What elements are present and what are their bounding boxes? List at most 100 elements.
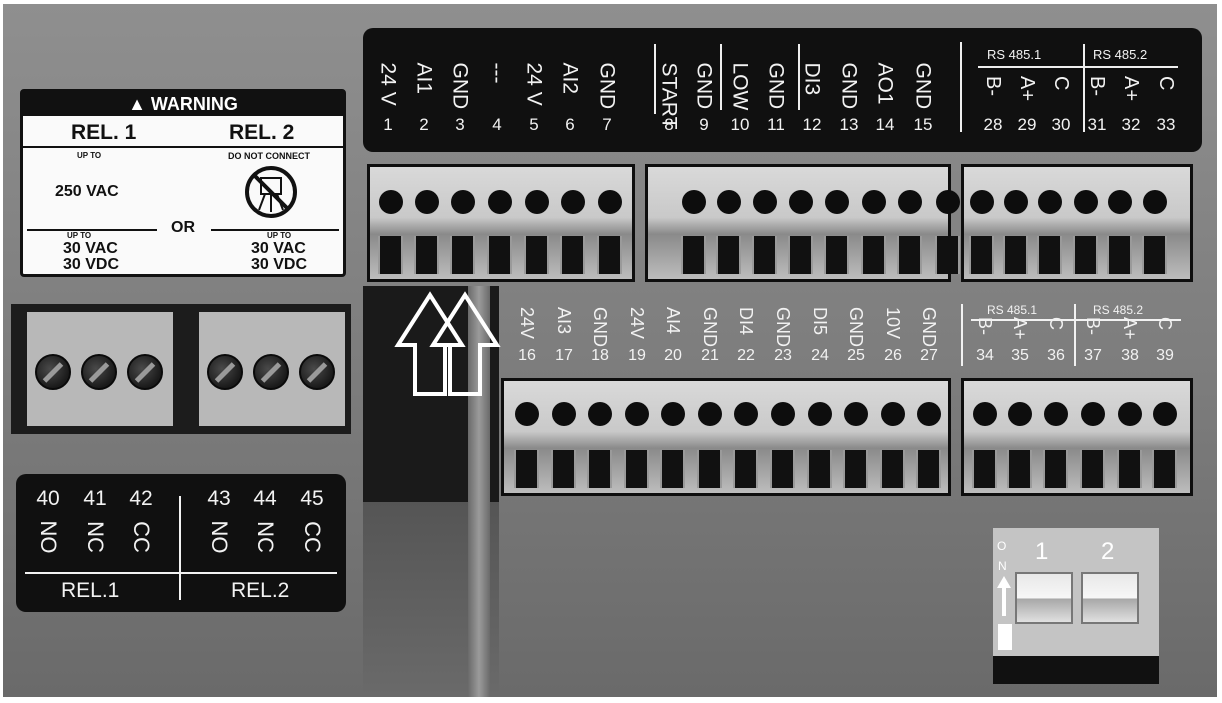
dip-switch-2[interactable] bbox=[1081, 572, 1139, 624]
terminal-label-13: GND bbox=[837, 62, 861, 110]
terminal-clamp-slot[interactable] bbox=[450, 236, 475, 274]
terminal-hole[interactable] bbox=[1004, 190, 1028, 214]
terminal-hole[interactable] bbox=[917, 402, 941, 426]
terminal-clamp-slot[interactable] bbox=[624, 450, 649, 488]
terminal-hole[interactable] bbox=[488, 190, 512, 214]
terminal-hole[interactable] bbox=[552, 402, 576, 426]
terminal-clamp-slot[interactable] bbox=[697, 450, 722, 488]
terminal-clamp-slot[interactable] bbox=[880, 450, 905, 488]
terminal-clamp-slot[interactable] bbox=[587, 450, 612, 488]
terminal-hole[interactable] bbox=[1044, 402, 1068, 426]
terminal-hole[interactable] bbox=[1118, 402, 1142, 426]
terminal-hole[interactable] bbox=[844, 402, 868, 426]
terminal-hole[interactable] bbox=[898, 190, 922, 214]
terminal-hole[interactable] bbox=[973, 402, 997, 426]
terminal-hole[interactable] bbox=[1081, 402, 1105, 426]
terminal-clamp-slot[interactable] bbox=[1037, 236, 1062, 274]
plate-divider bbox=[1083, 44, 1085, 132]
rs485-number-33: 33 bbox=[1156, 115, 1176, 134]
terminal-hole[interactable] bbox=[734, 402, 758, 426]
terminal-hole[interactable] bbox=[771, 402, 795, 426]
terminal-clamp-slot[interactable] bbox=[1117, 450, 1142, 488]
terminal-clamp-slot[interactable] bbox=[733, 450, 758, 488]
terminal-hole[interactable] bbox=[625, 402, 649, 426]
terminal-hole[interactable] bbox=[1074, 190, 1098, 214]
terminal-hole[interactable] bbox=[717, 190, 741, 214]
terminal-clamp-slot[interactable] bbox=[1142, 236, 1167, 274]
dip-switch-lower bbox=[993, 656, 1159, 684]
terminal-clamp-slot[interactable] bbox=[972, 450, 997, 488]
terminal-clamp-slot[interactable] bbox=[897, 236, 922, 274]
screw-terminal-45[interactable] bbox=[299, 354, 335, 390]
terminal-hole[interactable] bbox=[1108, 190, 1132, 214]
relay-number-43: 43 bbox=[207, 487, 231, 510]
terminal-clamp-slot[interactable] bbox=[843, 450, 868, 488]
terminal-clamp-slot[interactable] bbox=[597, 236, 622, 274]
terminal-clamp-slot[interactable] bbox=[824, 236, 849, 274]
terminal-hole[interactable] bbox=[682, 190, 706, 214]
rs485-label-30: C bbox=[1050, 76, 1072, 91]
terminal-hole[interactable] bbox=[698, 402, 722, 426]
terminal-clamp-slot[interactable] bbox=[788, 236, 813, 274]
terminal-clamp-slot[interactable] bbox=[524, 236, 549, 274]
screw-terminal-41[interactable] bbox=[81, 354, 117, 390]
terminal-number-25: 25 bbox=[847, 347, 865, 364]
terminal-clamp-slot[interactable] bbox=[1073, 236, 1098, 274]
relay-label-40: NO bbox=[36, 520, 61, 554]
terminal-clamp-slot[interactable] bbox=[935, 236, 960, 274]
terminal-hole[interactable] bbox=[808, 402, 832, 426]
relay-number-45: 45 bbox=[300, 487, 324, 510]
terminal-clamp-slot[interactable] bbox=[681, 236, 706, 274]
terminal-clamp-slot[interactable] bbox=[752, 236, 777, 274]
terminal-clamp-slot[interactable] bbox=[1080, 450, 1105, 488]
terminal-hole[interactable] bbox=[789, 190, 813, 214]
terminal-hole[interactable] bbox=[862, 190, 886, 214]
terminal-clamp-slot[interactable] bbox=[378, 236, 403, 274]
terminal-clamp-slot[interactable] bbox=[1003, 236, 1028, 274]
terminal-label-8: START bbox=[657, 62, 681, 130]
terminal-hole[interactable] bbox=[661, 402, 685, 426]
terminal-clamp-slot[interactable] bbox=[916, 450, 941, 488]
terminal-hole[interactable] bbox=[970, 190, 994, 214]
terminal-hole[interactable] bbox=[379, 190, 403, 214]
dip-switch-1[interactable] bbox=[1015, 572, 1073, 624]
terminal-number-11: 11 bbox=[767, 115, 785, 134]
terminal-clamp-slot[interactable] bbox=[770, 450, 795, 488]
terminal-hole[interactable] bbox=[515, 402, 539, 426]
terminal-clamp-slot[interactable] bbox=[560, 236, 585, 274]
terminal-clamp-slot[interactable] bbox=[969, 236, 994, 274]
terminal-hole[interactable] bbox=[588, 402, 612, 426]
terminal-clamp-slot[interactable] bbox=[660, 450, 685, 488]
terminal-hole[interactable] bbox=[1153, 402, 1177, 426]
terminal-hole[interactable] bbox=[1143, 190, 1167, 214]
terminal-clamp-slot[interactable] bbox=[807, 450, 832, 488]
terminal-clamp-slot[interactable] bbox=[1007, 450, 1032, 488]
terminal-hole[interactable] bbox=[1008, 402, 1032, 426]
screw-terminal-43[interactable] bbox=[207, 354, 243, 390]
terminal-clamp-slot[interactable] bbox=[414, 236, 439, 274]
terminal-clamp-slot[interactable] bbox=[1152, 450, 1177, 488]
screw-terminal-40[interactable] bbox=[35, 354, 71, 390]
terminal-hole[interactable] bbox=[415, 190, 439, 214]
rs485-number-29: 29 bbox=[1017, 115, 1037, 134]
terminal-hole[interactable] bbox=[881, 402, 905, 426]
terminal-clamp-slot[interactable] bbox=[1107, 236, 1132, 274]
terminal-clamp-slot[interactable] bbox=[487, 236, 512, 274]
terminal-hole[interactable] bbox=[753, 190, 777, 214]
terminal-clamp-slot[interactable] bbox=[716, 236, 741, 274]
terminal-clamp-slot[interactable] bbox=[1043, 450, 1068, 488]
terminal-hole[interactable] bbox=[598, 190, 622, 214]
terminal-hole[interactable] bbox=[825, 190, 849, 214]
terminal-hole[interactable] bbox=[525, 190, 549, 214]
terminal-hole[interactable] bbox=[451, 190, 475, 214]
terminal-clamp-slot[interactable] bbox=[861, 236, 886, 274]
terminal-clamp-slot[interactable] bbox=[551, 450, 576, 488]
terminal-hole[interactable] bbox=[1038, 190, 1062, 214]
screw-terminal-44[interactable] bbox=[253, 354, 289, 390]
terminal-hole[interactable] bbox=[936, 190, 960, 214]
terminal-hole[interactable] bbox=[561, 190, 585, 214]
screw-terminal-42[interactable] bbox=[127, 354, 163, 390]
dip-switch-2-label: 2 bbox=[1101, 538, 1115, 565]
terminal-clamp-slot[interactable] bbox=[514, 450, 539, 488]
rs485-label-29: A+ bbox=[1016, 76, 1038, 102]
